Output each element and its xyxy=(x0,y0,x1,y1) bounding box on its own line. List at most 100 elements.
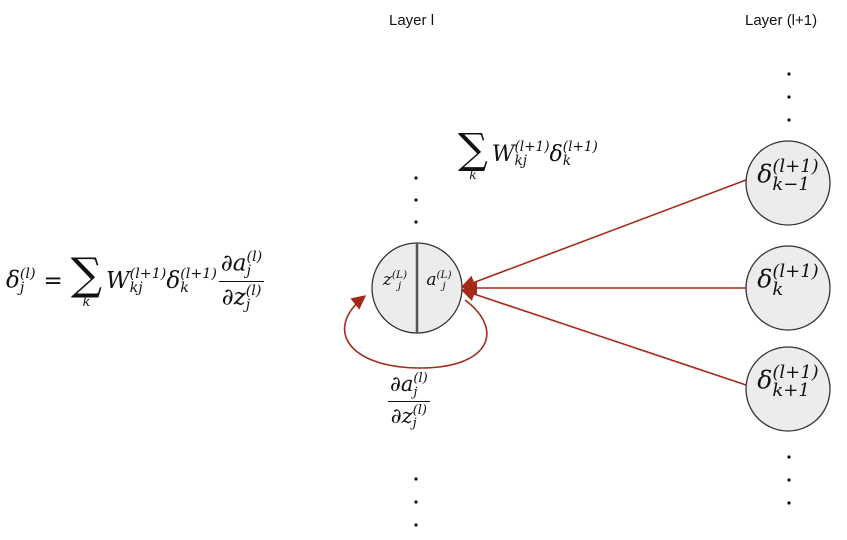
dot-right-top-1 xyxy=(787,72,791,76)
dot-right-top-3 xyxy=(787,118,791,122)
node-k-plus-1-scripts: (l+1)k+1 xyxy=(772,364,818,400)
dot-right-bottom-2 xyxy=(787,478,791,482)
eq-sum: ∑ k xyxy=(70,248,103,310)
ellipsis-dots xyxy=(414,72,791,527)
node-k-plus-1-sup: (l+1) xyxy=(772,362,819,383)
loop-den-partial: ∂ xyxy=(390,403,402,428)
eq-weight-scripts: (l+1)kj xyxy=(130,267,167,296)
ws-delta: δ xyxy=(549,142,563,168)
dot-center-top-1 xyxy=(414,176,418,180)
loop-num-a: a xyxy=(400,372,414,396)
node-k-plus-1-label: δ(l+1)k+1 xyxy=(748,364,828,400)
eq-den-z: z xyxy=(233,283,246,310)
node-k-minus-1-circle xyxy=(745,140,831,226)
loop-num-sub: j xyxy=(413,384,418,400)
eq-num-sup: (l) xyxy=(246,249,263,265)
arrow-from-node-k-plus-1 xyxy=(460,287,747,386)
loop-derivative-label: ∂a(l)j ∂z(l)j xyxy=(386,372,432,430)
loop-num-partial: ∂ xyxy=(390,372,401,396)
node-k-minus-1-symbol: δ xyxy=(757,159,773,189)
eq-derivative-denominator: ∂z(l)j xyxy=(220,282,264,313)
center-z-scripts: (L)j xyxy=(392,270,407,291)
dot-right-top-2 xyxy=(787,95,791,99)
eq-delta-sub: k xyxy=(180,280,189,297)
node-k-plus-1-sub: k+1 xyxy=(772,380,810,401)
loop-den-sub: j xyxy=(412,416,417,432)
node-k-sup: (l+1) xyxy=(772,261,819,282)
eq-equals: = xyxy=(43,268,63,295)
node-k-circle xyxy=(745,245,831,331)
eq-lhs: δ(l)j xyxy=(6,267,36,296)
dot-center-top-2 xyxy=(414,198,418,202)
dot-right-bottom-3 xyxy=(787,501,791,505)
eq-delta-sup: (l+1) xyxy=(180,265,217,282)
center-node-z: z(L)j xyxy=(374,270,416,291)
center-a-sub: j xyxy=(442,279,446,292)
ws-weight-sup: (l+1) xyxy=(514,139,550,156)
node-k-minus-1-scripts: (l+1)k−1 xyxy=(772,158,818,194)
dot-center-bottom-1 xyxy=(414,477,418,481)
loop-den-scripts: (l)j xyxy=(413,404,427,430)
eq-weight-sub: kj xyxy=(129,280,143,297)
eq-lhs-symbol: δ xyxy=(6,267,20,294)
eq-weight: W xyxy=(106,268,130,295)
arrow-from-node-k-minus-1 xyxy=(460,179,747,290)
node-k-symbol: δ xyxy=(757,264,773,294)
center-a-symbol: a xyxy=(426,270,437,291)
ws-sum-index: k xyxy=(469,167,477,182)
self-loop-arrow xyxy=(343,295,488,369)
center-z-sup: (L) xyxy=(391,269,408,281)
center-z-sub: j xyxy=(397,279,402,292)
eq-delta-scripts: (l+1)k xyxy=(180,267,217,296)
eq-weight-sup: (l+1) xyxy=(129,265,167,282)
loop-denominator: ∂z(l)j xyxy=(389,402,429,431)
center-a-scripts: (L)j xyxy=(436,270,451,291)
node-k-label: δ(l+1)k xyxy=(748,263,828,299)
layer-l-label: Layer l xyxy=(389,12,435,29)
ws-sum: ∑ k xyxy=(458,128,488,182)
eq-num-partial: ∂ xyxy=(220,250,233,277)
eq-num-a: a xyxy=(232,250,247,277)
eq-num-scripts: (l)j xyxy=(247,250,263,279)
loop-fraction: ∂a(l)j ∂z(l)j xyxy=(388,372,430,430)
dot-center-bottom-2 xyxy=(414,500,418,504)
node-k-plus-1-circle xyxy=(745,346,831,432)
node-k-minus-1-label: δ(l+1)k−1 xyxy=(748,158,828,194)
node-k-minus-1-sup: (l+1) xyxy=(772,156,819,177)
node-k-minus-1-sub: k−1 xyxy=(772,174,810,195)
weighted-sum-label: ∑ k W(l+1)kj δ(l+1)k xyxy=(458,128,598,182)
node-k-plus-1-symbol: δ xyxy=(757,365,773,395)
ws-weight-sub: kj xyxy=(514,152,527,169)
eq-derivative-numerator: ∂a(l)j xyxy=(218,250,265,282)
center-a-sup: (L) xyxy=(436,269,452,281)
eq-den-scripts: (l)j xyxy=(245,282,262,313)
eq-derivative-fraction: ∂a(l)j ∂z(l)j xyxy=(218,250,265,313)
ws-sum-symbol: ∑ xyxy=(458,124,488,173)
delta-equation: δ(l)j = ∑ k W(l+1)kj δ(l+1)k ∂a(l)j ∂z(l… xyxy=(6,250,266,312)
ws-weight: W xyxy=(491,142,515,168)
dot-center-top-3 xyxy=(414,220,418,224)
ws-delta-scripts: (l+1)k xyxy=(563,141,598,168)
loop-numerator: ∂a(l)j xyxy=(388,372,430,402)
dot-right-bottom-1 xyxy=(787,455,791,459)
node-k-scripts: (l+1)k xyxy=(772,263,818,299)
eq-sum-index: k xyxy=(82,294,91,310)
layer-l-plus-1-label: Layer (l+1) xyxy=(745,12,818,29)
eq-den-sup: (l) xyxy=(245,282,262,299)
loop-den-z: z xyxy=(401,403,413,428)
loop-den-sup: (l) xyxy=(412,403,427,418)
loop-num-sup: (l) xyxy=(413,371,428,387)
eq-lhs-sub: j xyxy=(19,280,25,297)
loop-num-scripts: (l)j xyxy=(413,372,427,398)
dot-center-bottom-3 xyxy=(414,523,418,527)
center-z-symbol: z xyxy=(382,270,392,291)
ws-weight-scripts: (l+1)kj xyxy=(514,141,549,168)
eq-num-sub: j xyxy=(246,263,251,280)
eq-sum-symbol: ∑ xyxy=(70,248,103,300)
eq-delta: δ xyxy=(166,268,181,295)
center-node-a: a(L)j xyxy=(418,270,460,291)
eq-lhs-scripts: (l)j xyxy=(20,267,36,296)
ws-delta-sup: (l+1) xyxy=(562,139,598,156)
